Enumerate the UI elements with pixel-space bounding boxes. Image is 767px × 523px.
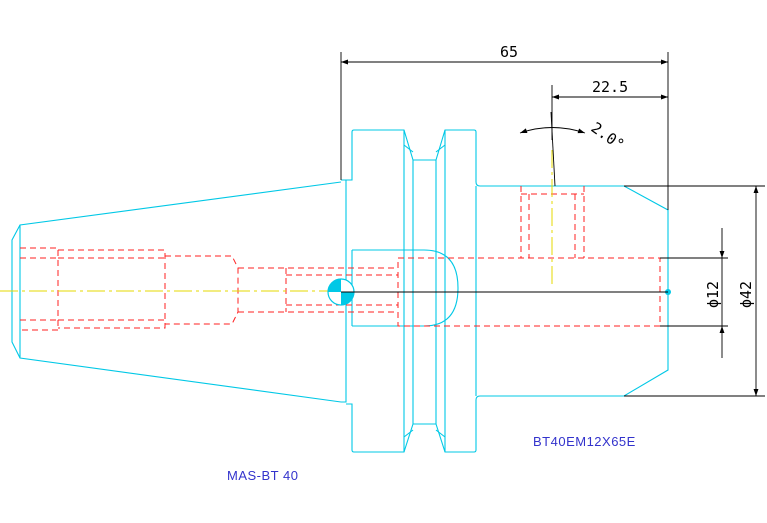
- dimensions: 65 22.5 2.0° ϕ12 ϕ42: [340, 43, 765, 397]
- center-lines: [0, 150, 553, 292]
- hidden-lines: [20, 186, 661, 331]
- bore-diameter-dim: ϕ12: [704, 281, 722, 308]
- overall-length-dim: 65: [500, 43, 518, 61]
- taper-angle-dim: 2.0°: [588, 119, 628, 154]
- key-slot: [352, 249, 459, 327]
- taper-outline: [11, 181, 342, 403]
- standard-label: MAS-BT 40: [227, 468, 298, 483]
- model-label: BT40EM12X65E: [533, 434, 636, 449]
- flange-length-dim: 22.5: [592, 78, 628, 96]
- flange-outline: [346, 129, 669, 453]
- body-diameter-dim: ϕ42: [737, 281, 755, 308]
